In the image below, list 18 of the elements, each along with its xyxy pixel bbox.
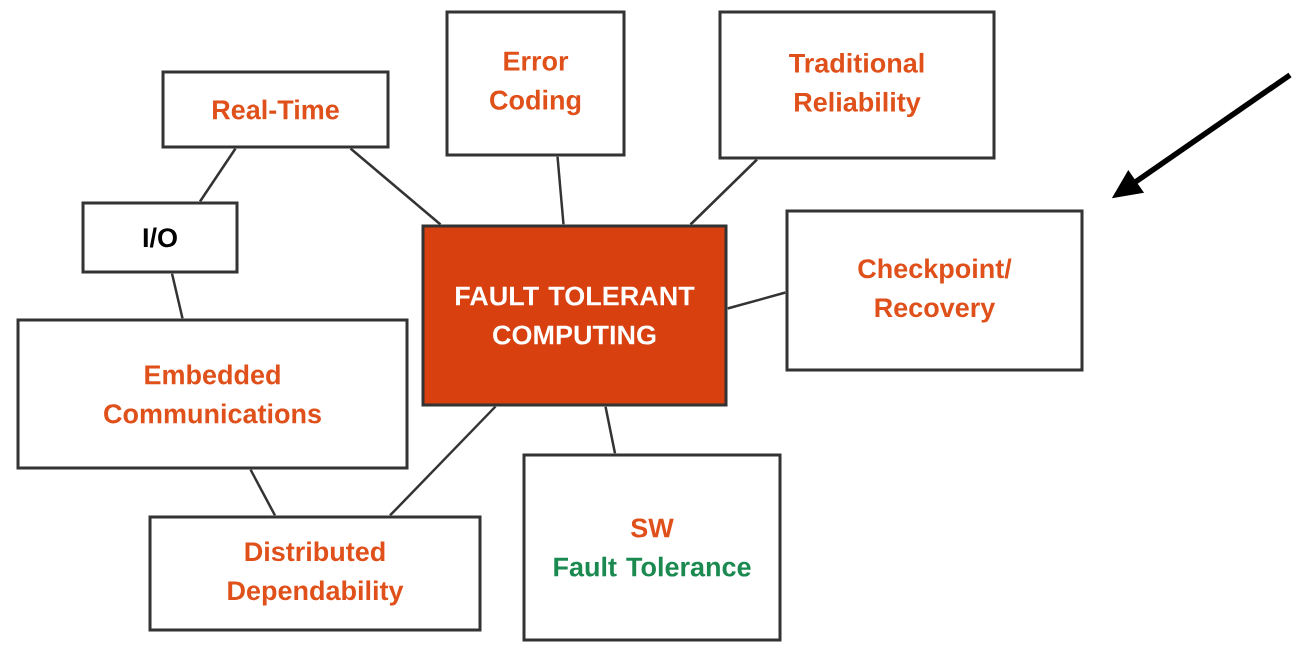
topic-box: Embedded Communications <box>16 318 409 470</box>
connector-line <box>604 406 617 454</box>
connector-line <box>249 468 277 517</box>
topic-box: Traditional Reliability <box>718 10 996 160</box>
topic-box: I/O <box>81 201 239 274</box>
connector-line <box>689 158 758 226</box>
connector-line <box>727 291 786 310</box>
connector-line <box>349 147 442 226</box>
connector-line <box>198 147 237 203</box>
connector-line <box>556 156 565 225</box>
connector-line <box>170 273 184 319</box>
topic-box: Checkpoint/ Recovery <box>785 209 1084 372</box>
title-box: FAULT TOLERANT COMPUTING <box>421 224 728 407</box>
topic-box: Error Coding <box>445 10 626 157</box>
topic-box: SW Fault Tolerance <box>522 453 782 642</box>
topic-box: Real-Time <box>161 70 390 149</box>
topic-box: Distributed Dependability <box>148 515 482 632</box>
connector-line <box>389 405 497 517</box>
